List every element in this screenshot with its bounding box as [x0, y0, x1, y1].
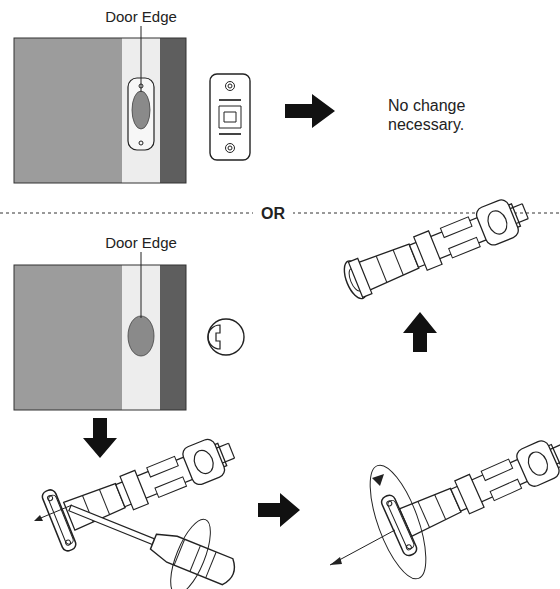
door-edge-label: Door Edge — [81, 8, 201, 26]
door-edge-label: Door Edge — [81, 234, 201, 252]
divider-label: OR — [253, 204, 293, 223]
note-text: No change necessary. — [388, 96, 496, 134]
